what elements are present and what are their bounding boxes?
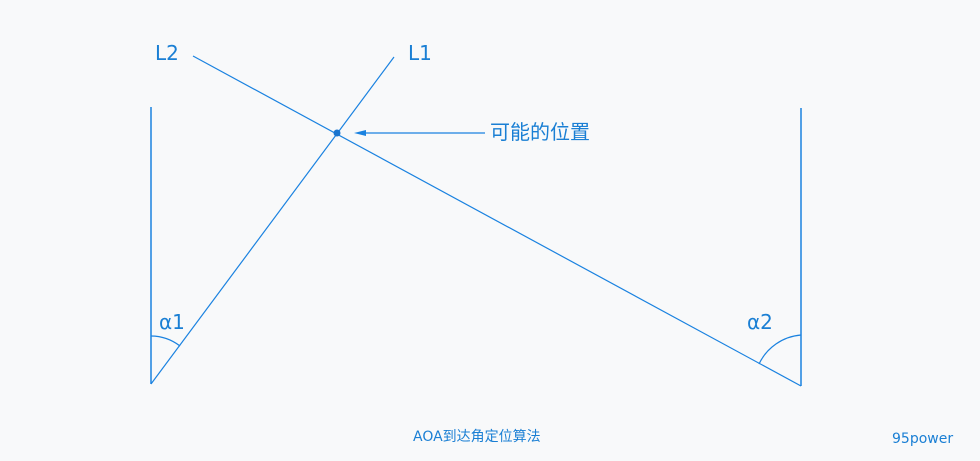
bearing-line-l1 (150, 56, 395, 385)
angle-arc-alpha2 (758, 334, 802, 365)
angle-arc-alpha1 (150, 335, 181, 347)
label-possible-position: 可能的位置 (490, 120, 590, 144)
watermark: 95power (892, 431, 954, 447)
bearing-line-l2 (192, 55, 802, 387)
label-alpha2: α2 (747, 310, 773, 334)
label-l1: L1 (408, 41, 432, 65)
pointer-arrow-head (354, 130, 366, 136)
label-l2: L2 (155, 41, 179, 65)
label-alpha1: α1 (159, 310, 185, 334)
intersection-point (333, 129, 341, 137)
diagram-caption: AOA到达角定位算法 (413, 429, 541, 445)
